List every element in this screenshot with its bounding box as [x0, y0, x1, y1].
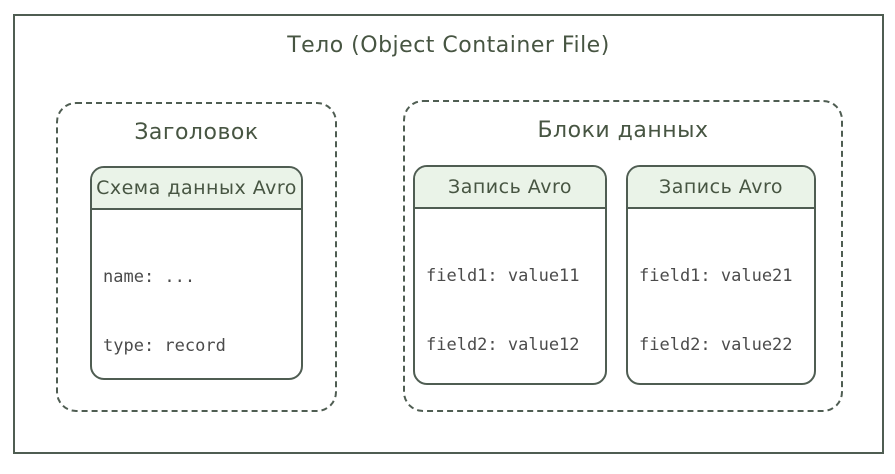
- avro-schema-box: Схема данных Avro name: ... type: record…: [90, 166, 303, 380]
- record-line: field2: value12: [426, 335, 580, 355]
- avro-schema-box-title: Схема данных Avro: [92, 168, 301, 210]
- avro-record-box: Запись Avro field1: value11 field2: valu…: [413, 165, 607, 385]
- schema-line: type: record: [103, 336, 226, 356]
- avro-record-box-title: Запись Avro: [628, 167, 814, 209]
- diagram-title: Тело (Object Container File): [287, 33, 610, 58]
- data-blocks-section-title: Блоки данных: [537, 118, 709, 143]
- data-blocks-section: Блоки данных: [403, 100, 843, 412]
- avro-schema-box-body: name: ... type: record field1: datatype1…: [92, 210, 301, 378]
- avro-record-box-body: field1: value11 field2: value12 ... [sys…: [415, 209, 605, 383]
- header-section: Заголовок: [56, 102, 337, 412]
- avro-record-box-title: Запись Avro: [415, 167, 605, 209]
- avro-record-box-body: field1: value21 field2: value22 ... [sys…: [628, 209, 814, 383]
- schema-line: name: ...: [103, 267, 196, 287]
- record-line: field1: value11: [426, 266, 580, 286]
- avro-record-box: Запись Avro field1: value21 field2: valu…: [626, 165, 816, 385]
- record-line: field2: value22: [639, 335, 793, 355]
- record-line: field1: value21: [639, 266, 793, 286]
- header-section-title: Заголовок: [134, 120, 259, 145]
